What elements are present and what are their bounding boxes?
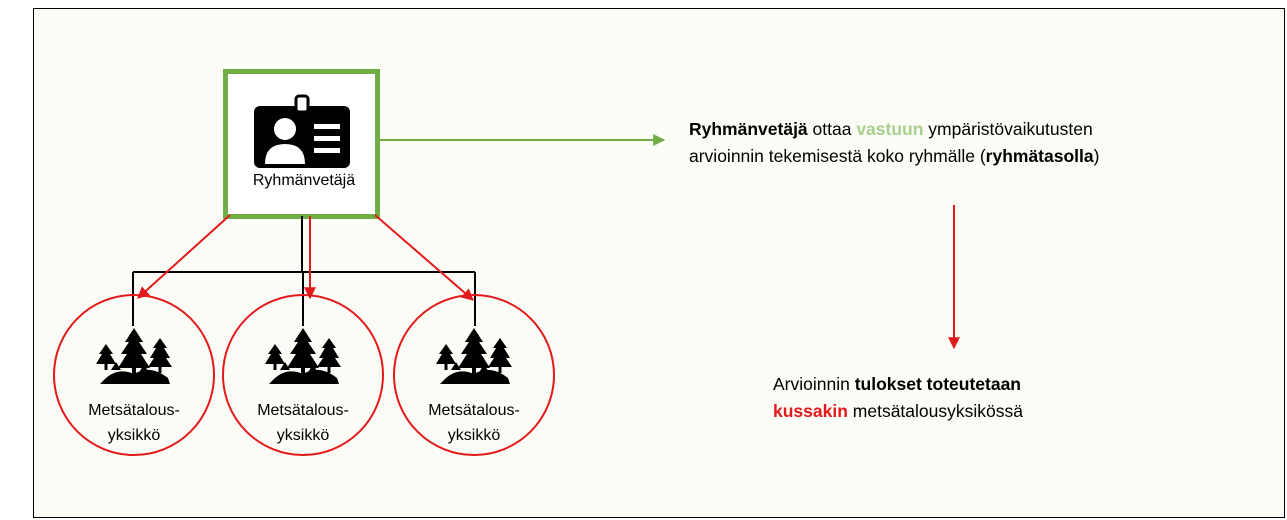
statement-text: ympäristövaikutusten [923, 119, 1093, 139]
responsibility-term: vastuun [856, 119, 924, 139]
unit-circle-1 [53, 294, 215, 456]
results-statement: Arvioinnin tulokset toteutetaan kussakin… [773, 371, 1173, 425]
connector-lines [132, 216, 476, 326]
unit-label-line2: yksikkö [447, 427, 501, 444]
each-term: kussakin [773, 401, 848, 421]
forest-icon [265, 328, 341, 384]
unit-label-line2: yksikkö [276, 427, 330, 444]
statement-text: Arvioinnin [773, 374, 855, 394]
unit-label-line1: Metsätalous- [428, 402, 520, 419]
statement-text: arvioinnin tekemisestä koko ryhmälle ( [689, 146, 986, 166]
unit-label-line2: yksikkö [107, 427, 161, 444]
leader-term: Ryhmänvetäjä [689, 119, 808, 139]
responsibility-statement: Ryhmänvetäjä ottaa vastuun ympäristövaik… [689, 116, 1269, 170]
unit-label-line1: Metsätalous- [88, 402, 180, 419]
unit-label-2: Metsätalous- yksikkö [233, 398, 373, 448]
unit-circle-2 [222, 294, 384, 456]
group-level-term: ryhmätasolla [985, 146, 1094, 166]
red-arrows [137, 214, 474, 301]
forest-icon [96, 328, 172, 384]
unit-label-3: Metsätalous- yksikkö [404, 398, 544, 448]
statement-text: ) [1093, 146, 1100, 166]
unit-label-line1: Metsätalous- [257, 402, 349, 419]
results-term: tulokset toteutetaan [854, 374, 1021, 394]
unit-label-1: Metsätalous- yksikkö [64, 398, 204, 448]
forest-icon [436, 328, 512, 384]
statement-text: ottaa [807, 119, 857, 139]
leader-label: Ryhmänvetäjä [234, 170, 374, 192]
statement-text: metsätalousyksikössä [847, 401, 1023, 421]
id-badge-icon [254, 94, 350, 168]
unit-circle-3 [393, 294, 555, 456]
